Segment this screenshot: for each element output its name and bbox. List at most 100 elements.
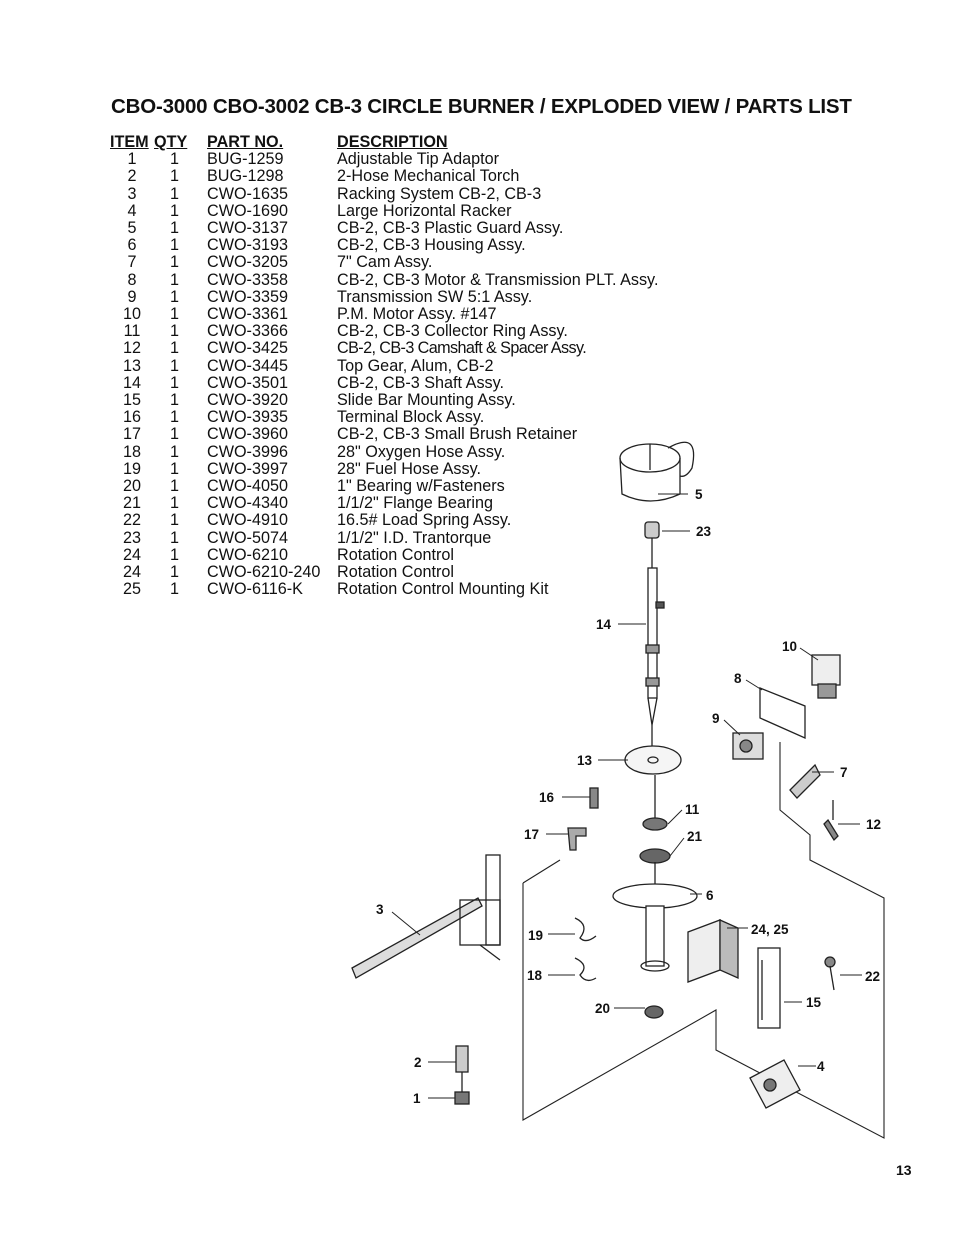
part-number-cell: CWO-6210-240 [207, 563, 321, 582]
part-number-cell: CWO-5074 [207, 528, 288, 547]
part-number-cell: CWO-4050 [207, 477, 288, 496]
header-part-no: PART NO. [207, 133, 284, 151]
part-description-cell: CB-2, CB-3 Plastic Guard Assy. [337, 219, 564, 238]
part-description-cell: Rotation Control [337, 563, 454, 582]
part-number-cell: CWO-1635 [207, 184, 288, 203]
part-qty-cell: 1 [169, 322, 179, 341]
part-item-cell: 7 [127, 253, 137, 272]
shaft-part [645, 567, 665, 748]
part-item-cell: 15 [122, 391, 141, 410]
part-qty-cell: 1 [169, 270, 179, 289]
part-item-cell: 8 [127, 270, 137, 289]
callout-14: 14 [596, 617, 612, 632]
callout-2: 2 [414, 1055, 422, 1070]
callout-24-25: 24, 25 [751, 922, 789, 937]
top-gear-part [624, 745, 682, 775]
part-description-cell: 2-Hose Mechanical Torch [337, 167, 520, 186]
part-item-cell: 22 [122, 511, 141, 530]
part-number-cell: BUG-1259 [207, 150, 284, 169]
callout-22: 22 [865, 969, 880, 984]
part-item-cell: 16 [122, 408, 141, 427]
page-number: 13 [896, 1162, 912, 1178]
part-item-cell: 2 [127, 167, 137, 186]
part-number-cell: CWO-6210 [207, 545, 288, 564]
part-qty-cell: 1 [169, 511, 179, 530]
part-number-cell: CWO-3920 [207, 391, 288, 410]
hoses-part [574, 917, 597, 982]
motor-transmission-part [732, 654, 841, 760]
part-qty-cell: 1 [169, 442, 179, 461]
table-row: 17 1 CWO-3960 CB-2, CB-3 Small Brush Retain… [110, 426, 658, 443]
part-number-cell: CWO-3996 [207, 442, 288, 461]
part-number-cell: BUG-1298 [207, 167, 284, 186]
part-number-cell: CWO-3960 [207, 425, 288, 444]
frame-outline [522, 742, 885, 1139]
callout-17: 17 [524, 827, 539, 842]
callout-23: 23 [696, 524, 712, 539]
part-qty-cell: 1 [169, 528, 179, 547]
part-description-cell: 1/1/2" I.D. Trantorque [337, 528, 492, 547]
part-description-cell: 1" Bearing w/Fasteners [337, 477, 505, 496]
part-description-cell: CB-2, CB-3 Small Brush Retainer [337, 425, 578, 444]
part-qty-cell: 1 [169, 425, 179, 444]
part-description-cell: CB-2, CB-3 Shaft Assy. [337, 373, 505, 392]
terminal-block-part [567, 787, 599, 851]
part-qty-cell: 1 [169, 236, 179, 255]
part-description-cell: CB-2, CB-3 Motor & Transmission PLT. Ass… [337, 270, 659, 289]
part-description-cell: Adjustable Tip Adaptor [337, 150, 499, 169]
part-description-cell: 28" Oxygen Hose Assy. [337, 442, 506, 461]
part-item-cell: 12 [122, 339, 141, 358]
part-item-cell: 14 [122, 373, 141, 392]
part-description-cell: 16.5# Load Spring Assy. [337, 511, 512, 530]
callout-8: 8 [734, 671, 742, 686]
part-item-cell: 6 [127, 236, 137, 255]
part-item-cell: 18 [122, 442, 141, 461]
part-item-cell: 25 [122, 580, 141, 599]
cam-part [789, 763, 839, 842]
part-qty-cell: 1 [169, 253, 179, 272]
part-qty-cell: 1 [169, 580, 179, 599]
leader-lines [391, 493, 862, 1099]
horizontal-racker-part [749, 1059, 801, 1109]
callout-12: 12 [866, 817, 881, 832]
part-number-cell: CWO-3205 [207, 253, 288, 272]
part-item-cell: 17 [122, 425, 141, 444]
part-description-cell: Terminal Block Assy. [337, 408, 485, 427]
part-number-cell: CWO-3193 [207, 236, 288, 255]
header-qty: QTY [154, 133, 188, 151]
part-description-cell: CB-2, CB-3 Housing Assy. [337, 236, 526, 255]
part-qty-cell: 1 [169, 563, 179, 582]
part-qty-cell: 1 [169, 459, 179, 478]
callout-9: 9 [712, 711, 720, 726]
load-spring-part [824, 956, 836, 991]
part-description-cell: Top Gear, Alum, CB-2 [337, 356, 494, 375]
part-description-cell: 28" Fuel Hose Assy. [337, 459, 482, 478]
part-number-cell: CWO-3935 [207, 408, 288, 427]
callout-19: 19 [528, 928, 543, 943]
plastic-guard-part [619, 441, 695, 502]
callout-11: 11 [685, 802, 700, 817]
part-qty-cell: 1 [169, 391, 179, 410]
part-description-cell: CB-2, CB-3 Collector Ring Assy. [337, 322, 568, 341]
callout-15: 15 [806, 995, 822, 1010]
part-qty-cell: 1 [169, 545, 179, 564]
part-description-cell: Transmission SW 5:1 Assy. [337, 287, 533, 306]
callout-10: 10 [782, 639, 797, 654]
part-description-cell: CB-2, CB-3 Camshaft & Spacer Assy. [337, 339, 587, 358]
part-number-cell: CWO-3997 [207, 459, 288, 478]
hub-assembly [612, 775, 698, 1019]
page-title: CBO-3000 CBO-3002 CB-3 CIRCLE BURNER / E… [111, 95, 852, 118]
